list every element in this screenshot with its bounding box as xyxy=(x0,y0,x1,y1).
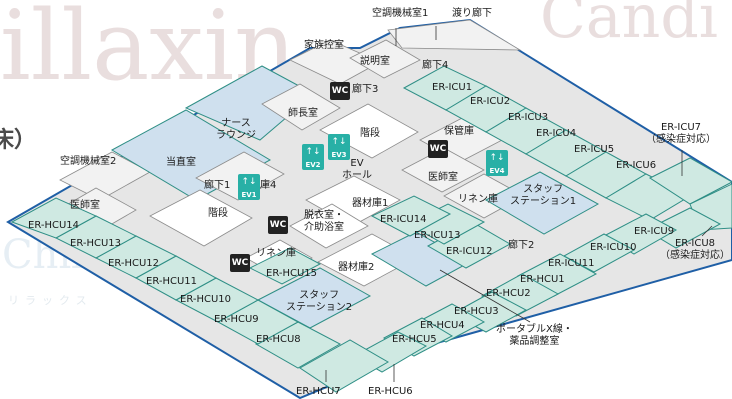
label-bridge: 渡り廊下 xyxy=(452,8,492,19)
watermark-text: リラックス xyxy=(8,294,93,307)
label-staff1: スタッフ ステーション1 xyxy=(510,184,577,207)
room-stairs-top xyxy=(319,103,419,159)
room-staff1 xyxy=(484,171,600,235)
label-nurse-lounge: ナース ラウンジ xyxy=(216,118,256,141)
label-icu9: ER-ICU9 xyxy=(634,226,675,237)
elevator-icon: ↑↓ EV3 xyxy=(328,134,350,160)
label-icu14: ER-ICU14 xyxy=(380,214,427,225)
elevator-icon: ↑↓ EV2 xyxy=(302,144,324,170)
label-corridor1: 廊下1 xyxy=(204,180,231,191)
label-stairs-top: 階段 xyxy=(360,128,380,139)
label-icu2: ER-ICU2 xyxy=(470,96,511,107)
label-duty: 当直室 xyxy=(166,157,196,168)
elevator-icon: ↑↓ EV4 xyxy=(486,150,508,176)
label-corridor2: 廊下2 xyxy=(508,240,535,251)
people-icon: ↑↓ xyxy=(305,147,321,157)
label-equip2: 器材庫2 xyxy=(338,262,375,273)
label-storage: 保管庫 xyxy=(444,126,474,137)
label-hcu1: ER-HCU1 xyxy=(520,274,565,285)
label-doctor-right: 医師室 xyxy=(428,172,458,183)
label-hcu2: ER-HCU2 xyxy=(486,288,531,299)
label-icu13: ER-ICU13 xyxy=(414,230,461,241)
label-hcu10: ER-HCU10 xyxy=(180,294,232,305)
label-linen-right: リネン庫 xyxy=(458,194,498,205)
label-portable-xray: ポータブルX線・ 薬品調整室 xyxy=(496,324,573,347)
label-icu11: ER-ICU11 xyxy=(548,258,595,269)
room-hcu15 xyxy=(248,247,322,285)
label-doctor-left: 医師室 xyxy=(70,200,100,211)
people-icon: ↑↓ xyxy=(241,177,257,187)
label-hcu14: ER-HCU14 xyxy=(28,220,80,231)
label-hcu11: ER-HCU11 xyxy=(146,276,198,287)
label-icu1: ER-ICU1 xyxy=(432,82,473,93)
label-corridor4: 廊下4 xyxy=(422,60,449,71)
elevator-icon: ↑↓ EV1 xyxy=(238,174,260,200)
elevator-label: EV3 xyxy=(331,151,347,159)
label-icu8: ER-ICU8 （感染症対応） xyxy=(660,238,730,261)
room-icu11 xyxy=(562,233,636,273)
wc-icon: WC xyxy=(428,140,448,158)
label-head-nurse: 師長室 xyxy=(288,108,318,119)
label-hcu8: ER-HCU8 xyxy=(256,334,301,345)
wc-icon: WC xyxy=(330,82,350,100)
label-corridor3: 廊下3 xyxy=(352,84,379,95)
elevator-label: EV2 xyxy=(305,161,321,169)
bridge-area xyxy=(387,19,522,51)
label-ac1: 空調機械室1 xyxy=(372,8,429,19)
people-icon: ↑↓ xyxy=(489,153,505,163)
label-hcu12: ER-HCU12 xyxy=(108,258,160,269)
label-stairs-left: 階段 xyxy=(208,208,228,219)
elevator-label: EV4 xyxy=(489,167,505,175)
people-icon: ↑↓ xyxy=(331,137,347,147)
label-ac2: 空調機械室2 xyxy=(60,156,117,167)
label-icu4: ER-ICU4 xyxy=(536,128,577,139)
elevator-label: EV1 xyxy=(241,191,257,199)
leader-line xyxy=(439,269,531,323)
room-explanation xyxy=(349,39,421,79)
label-icu3: ER-ICU3 xyxy=(508,112,549,123)
leader-line xyxy=(701,225,713,237)
label-icu5: ER-ICU5 xyxy=(574,144,615,155)
label-hcu13: ER-HCU13 xyxy=(70,238,122,249)
room-head-nurse xyxy=(261,83,341,131)
wc-icon: WC xyxy=(268,216,288,234)
watermark-text: Candi xyxy=(540,0,718,52)
partial-heading: 床） xyxy=(0,128,37,153)
label-icu6: ER-ICU6 xyxy=(616,160,657,171)
label-linen-left: リネン庫 xyxy=(256,248,296,259)
room-stairs-left xyxy=(149,189,253,247)
label-icu10: ER-ICU10 xyxy=(590,242,637,253)
room-icu9 xyxy=(644,207,722,249)
label-icu7: ER-ICU7 （感染症対応） xyxy=(646,122,716,145)
label-hcu4: ER-HCU4 xyxy=(420,320,465,331)
room-changing xyxy=(289,203,369,249)
label-hcu9: ER-HCU9 xyxy=(214,314,259,325)
label-changing: 脱衣室・ 介助浴室 xyxy=(304,210,344,233)
room-icu14 xyxy=(370,195,452,237)
label-equip1: 器材庫1 xyxy=(352,198,389,209)
label-hcu3: ER-HCU3 xyxy=(454,306,499,317)
room-icu7 xyxy=(648,157,732,205)
label-hcu7: ER-HCU7 xyxy=(296,386,341,397)
label-hcu6: ER-HCU6 xyxy=(368,386,413,397)
room-hcu7 xyxy=(299,339,389,393)
label-ev-hall: EV ホール xyxy=(342,158,372,181)
room-hcu14 xyxy=(10,197,98,239)
label-staff2: スタッフ ステーション2 xyxy=(286,290,353,313)
label-explanation: 説明室 xyxy=(360,56,390,67)
label-icu12: ER-ICU12 xyxy=(446,246,493,257)
label-hcu15: ER-HCU15 xyxy=(266,268,318,279)
wc-icon: WC xyxy=(230,254,250,272)
label-hcu5: ER-HCU5 xyxy=(392,334,437,345)
label-family-waiting: 家族控室 xyxy=(304,40,344,51)
